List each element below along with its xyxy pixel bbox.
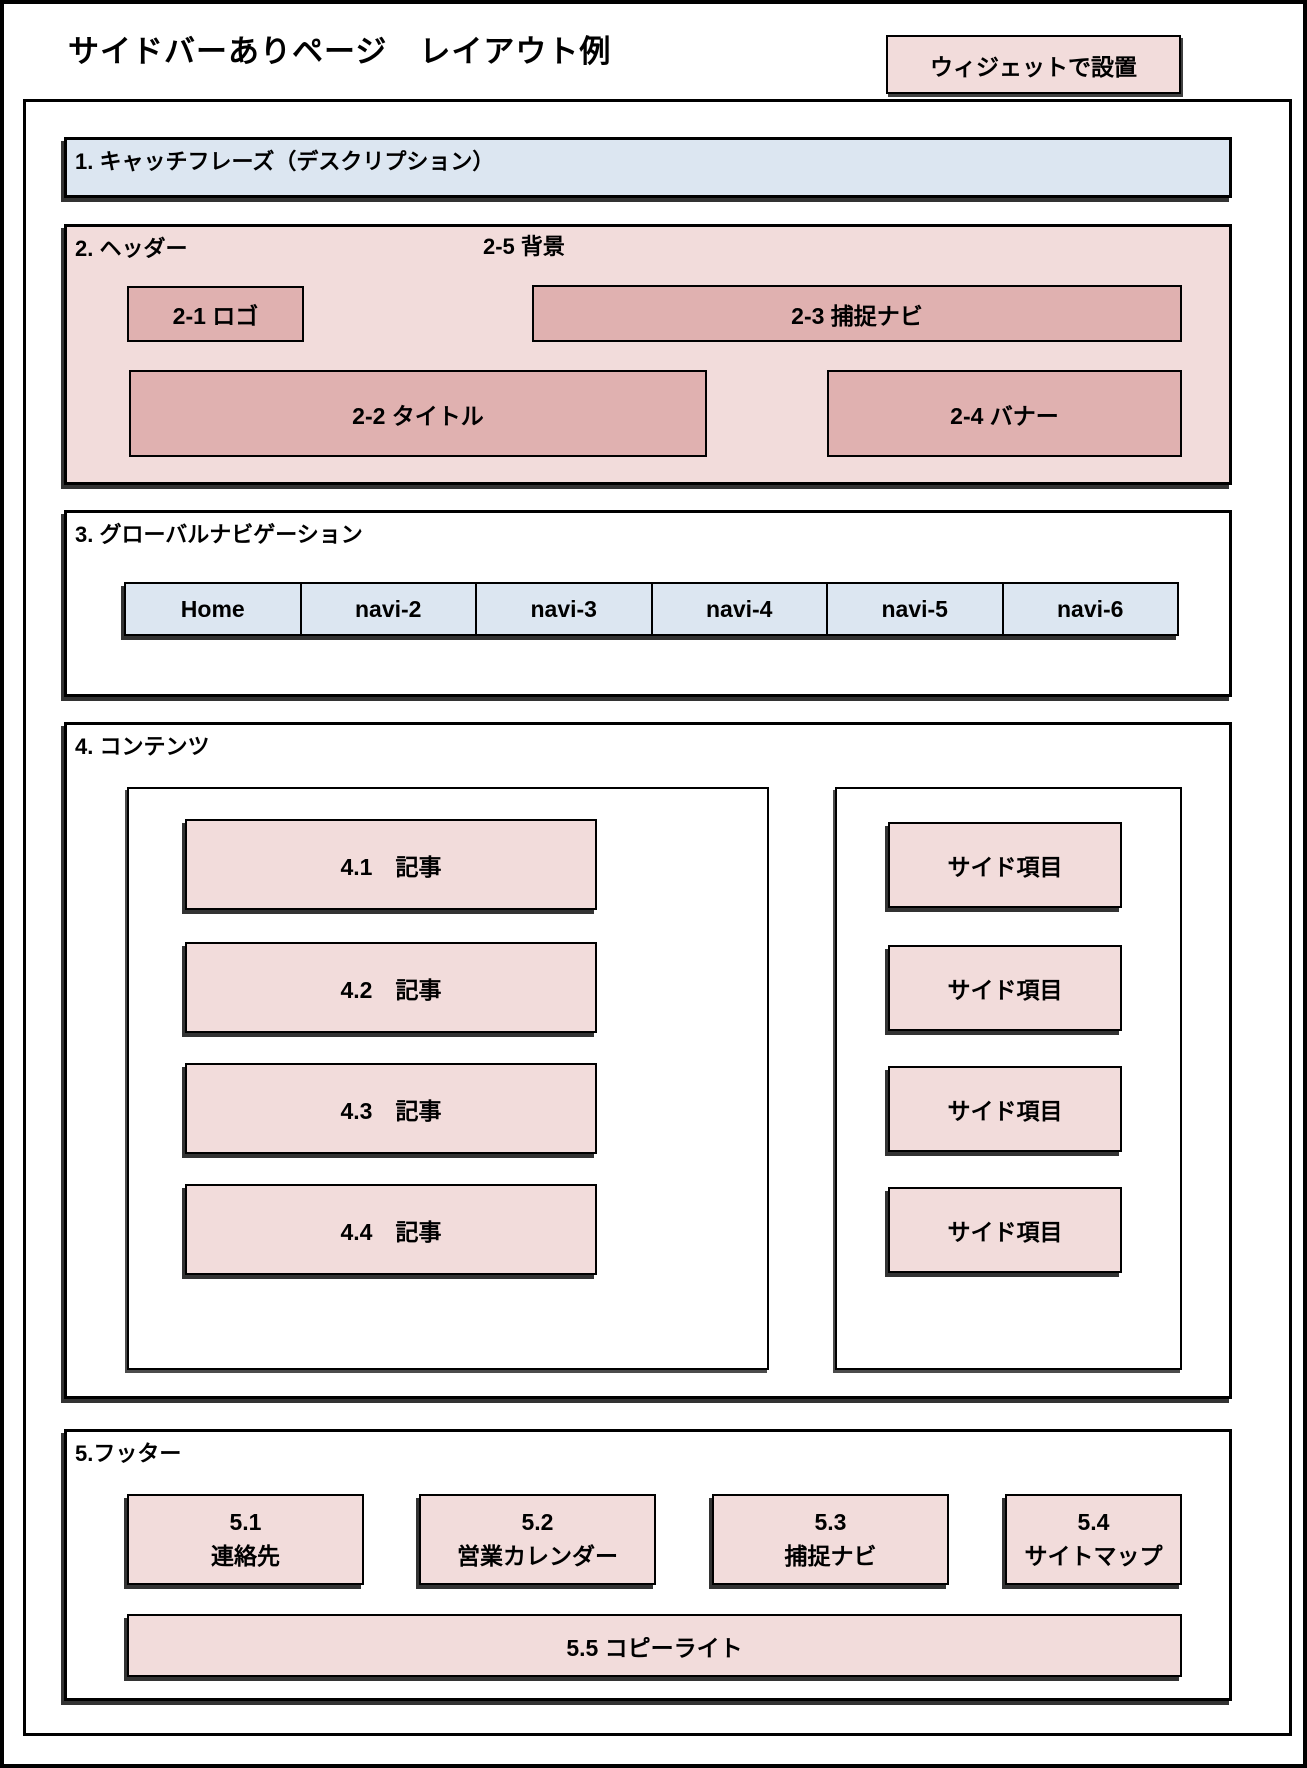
header-banner-box: 2-4 バナー bbox=[827, 370, 1182, 457]
section-global-nav: 3. グローバルナビゲーション Home navi-2 navi-3 navi-… bbox=[64, 510, 1232, 697]
nav-item-navi-3: navi-3 bbox=[475, 584, 651, 634]
section-header-label: 2. ヘッダー bbox=[75, 236, 188, 261]
header-background-label: 2-5 背景 bbox=[483, 234, 565, 259]
section-footer-label: 5.フッター bbox=[75, 1441, 182, 1466]
header-subnav-box: 2-3 捕捉ナビ bbox=[532, 285, 1182, 342]
footer-box-calendar: 5.2 営業カレンダー bbox=[419, 1494, 656, 1585]
nav-item-home: Home bbox=[126, 584, 300, 634]
footer-box-sitemap-label: サイトマップ bbox=[1024, 1542, 1163, 1569]
header-title-box: 2-2 タイトル bbox=[129, 370, 707, 457]
widget-badge: ウィジェットで設置 bbox=[886, 35, 1181, 94]
article-box-1: 4.1 記事 bbox=[185, 819, 597, 910]
section-contents: 4. コンテンツ 4.1 記事 4.2 記事 4.3 記事 4.4 記事 サイド… bbox=[64, 722, 1232, 1399]
header-logo-box: 2-1 ロゴ bbox=[127, 286, 304, 342]
footer-box-contact-number: 5.1 bbox=[229, 1509, 262, 1536]
footer-box-contact: 5.1 連絡先 bbox=[127, 1494, 364, 1585]
article-box-2: 4.2 記事 bbox=[185, 942, 597, 1033]
footer-copyright-bar: 5.5 コピーライト bbox=[127, 1614, 1182, 1677]
article-box-3: 4.3 記事 bbox=[185, 1063, 597, 1154]
contents-sidebar-column: サイド項目 サイド項目 サイド項目 サイド項目 bbox=[835, 787, 1182, 1370]
nav-item-navi-4: navi-4 bbox=[650, 584, 826, 634]
section-header: 2. ヘッダー 2-5 背景 2-1 ロゴ 2-3 捕捉ナビ 2-2 タイトル … bbox=[64, 224, 1232, 485]
side-item-box-2: サイド項目 bbox=[888, 945, 1122, 1031]
section-catchphrase: 1. キャッチフレーズ（デスクリプション） bbox=[64, 137, 1232, 198]
footer-box-contact-label: 連絡先 bbox=[211, 1542, 280, 1569]
page-title: サイドバーありページ レイアウト例 bbox=[68, 34, 612, 69]
footer-box-calendar-number: 5.2 bbox=[521, 1509, 554, 1536]
footer-box-subnav-label: 捕捉ナビ bbox=[784, 1542, 877, 1569]
contents-main-column: 4.1 記事 4.2 記事 4.3 記事 4.4 記事 bbox=[127, 787, 769, 1370]
section-contents-label: 4. コンテンツ bbox=[75, 734, 210, 759]
nav-item-navi-2: navi-2 bbox=[299, 584, 475, 634]
side-item-box-1: サイド項目 bbox=[888, 822, 1122, 908]
section-global-nav-label: 3. グローバルナビゲーション bbox=[75, 522, 363, 547]
side-item-box-4: サイド項目 bbox=[888, 1187, 1122, 1273]
global-nav-row: Home navi-2 navi-3 navi-4 navi-5 navi-6 bbox=[124, 582, 1179, 636]
footer-box-calendar-label: 営業カレンダー bbox=[457, 1542, 618, 1569]
footer-box-subnav: 5.3 捕捉ナビ bbox=[712, 1494, 949, 1585]
side-item-box-3: サイド項目 bbox=[888, 1066, 1122, 1152]
section-catchphrase-label: 1. キャッチフレーズ（デスクリプション） bbox=[75, 149, 495, 174]
article-box-4: 4.4 記事 bbox=[185, 1184, 597, 1275]
section-footer: 5.フッター 5.1 連絡先 5.2 営業カレンダー 5.3 捕捉ナビ 5.4 … bbox=[64, 1429, 1232, 1701]
nav-item-navi-5: navi-5 bbox=[826, 584, 1002, 634]
footer-box-sitemap-number: 5.4 bbox=[1077, 1509, 1110, 1536]
footer-box-subnav-number: 5.3 bbox=[814, 1509, 847, 1536]
nav-item-navi-6: navi-6 bbox=[1001, 584, 1177, 634]
footer-box-sitemap: 5.4 サイトマップ bbox=[1005, 1494, 1182, 1585]
